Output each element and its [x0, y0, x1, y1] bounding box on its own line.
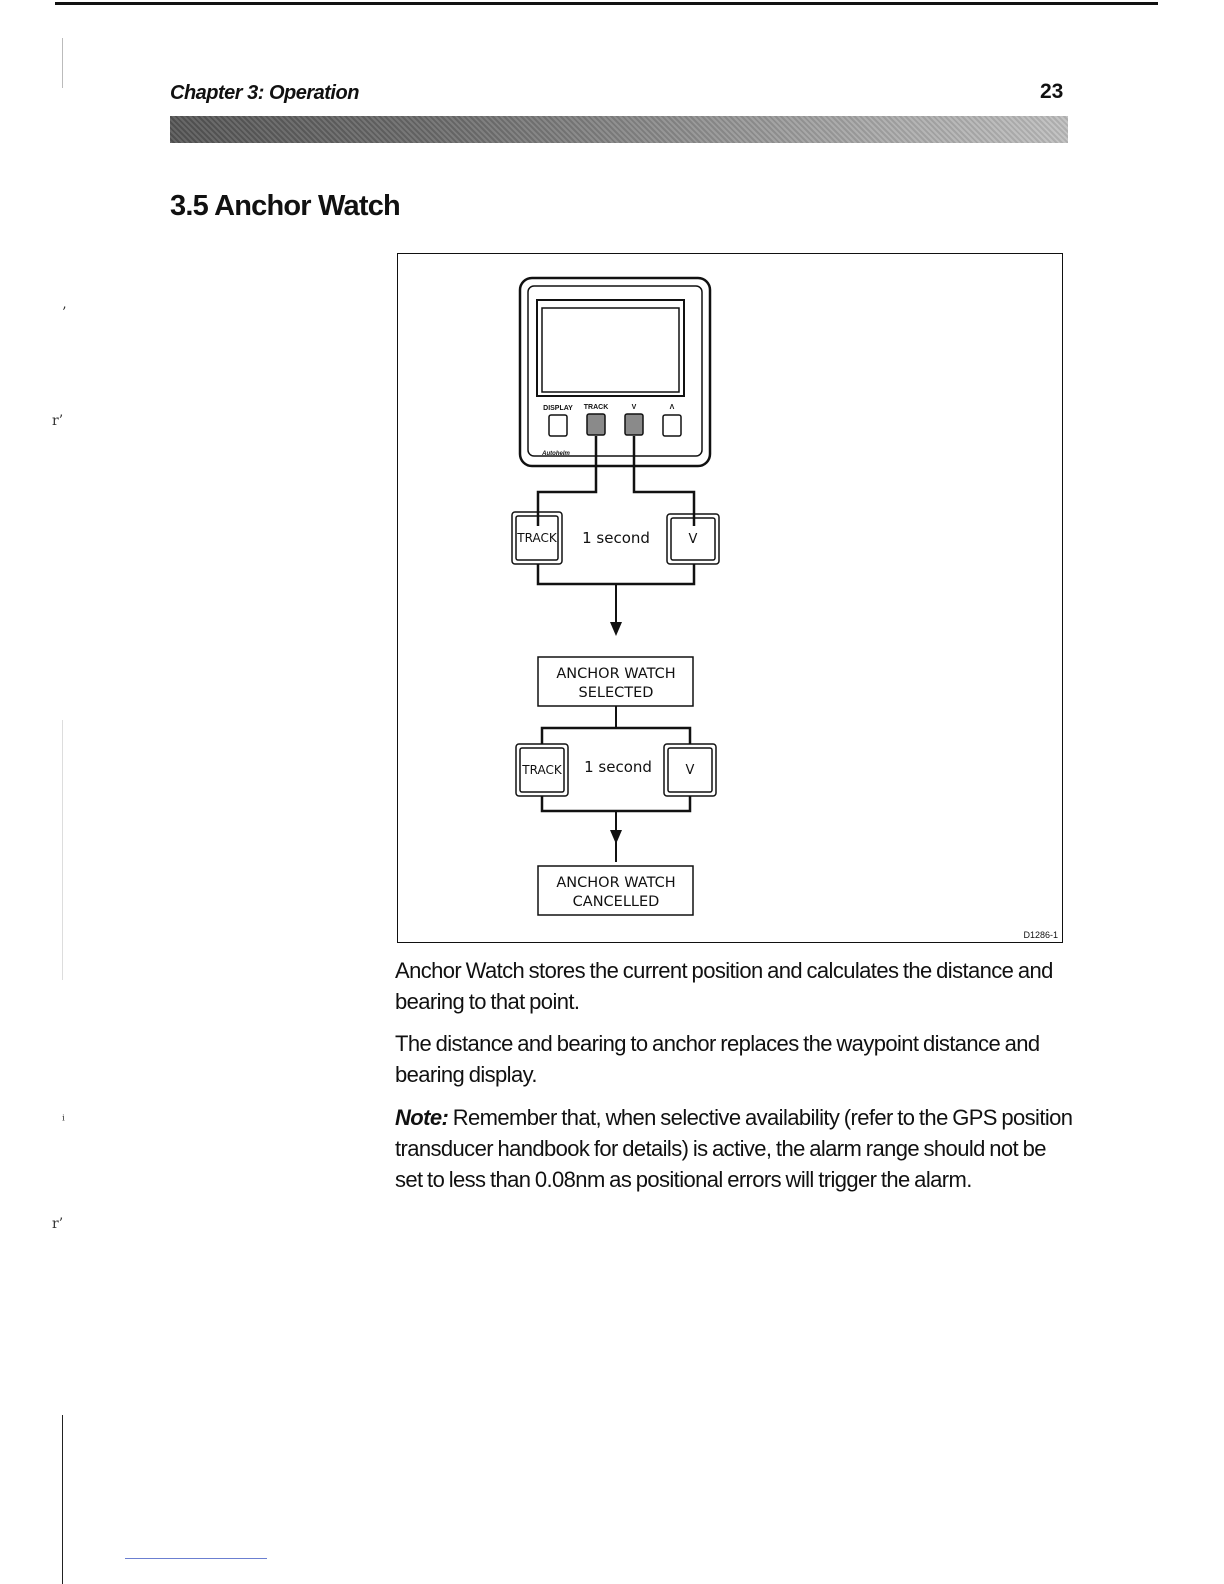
result-box-cancelled — [537, 865, 694, 916]
device-key-label: TRACK — [584, 404, 609, 411]
margin-binding-line — [62, 38, 63, 88]
result1-line2: SELECTED — [579, 685, 654, 701]
connector-line — [536, 436, 598, 526]
margin-mark: r’ — [52, 1216, 64, 1232]
flow-arrowhead — [610, 830, 622, 844]
flow-arrowhead — [610, 622, 622, 636]
header-banner — [170, 116, 1068, 143]
connector-line — [540, 796, 692, 813]
up-key — [662, 414, 682, 437]
connector-line — [540, 726, 692, 744]
device-key-label: DISPLAY — [543, 405, 573, 412]
track-key-box-2-inner — [519, 747, 565, 793]
note-paragraph: Note: Remember that, when selective avai… — [395, 1102, 1075, 1195]
down-key-box-inner — [670, 517, 716, 561]
section-title: 3.5 Anchor Watch — [170, 190, 401, 222]
step2-right-key-label: V — [686, 763, 695, 778]
margin-mark: r’ — [52, 413, 64, 429]
display-key — [548, 414, 568, 437]
body-paragraph: The distance and bearing to anchor repla… — [395, 1031, 1040, 1087]
body-paragraph: Anchor Watch stores the current position… — [395, 958, 1053, 1014]
device-screen-frame — [536, 299, 685, 397]
margin-mark: ’ — [62, 305, 67, 321]
note-text: Remember that, when selective availabili… — [395, 1105, 1073, 1192]
bottom-rule — [125, 1558, 267, 1559]
page-number: 23 — [1040, 80, 1064, 103]
track-key-box-inner — [515, 515, 559, 561]
device-screen — [541, 307, 680, 393]
step2-duration: 1 second — [584, 758, 652, 776]
result2-line2: CANCELLED — [573, 894, 660, 910]
margin-binding-line — [62, 1415, 63, 1584]
anchor-watch-diagram: DISPLAY TRACK V Λ Autohelm TRACK 1 secon… — [511, 276, 720, 916]
step1-duration: 1 second — [582, 529, 650, 547]
result1-line1: ANCHOR WATCH — [556, 666, 675, 682]
device-brand: Autohelm — [541, 451, 570, 457]
connector-line — [632, 436, 696, 526]
device-key-label: Λ — [670, 404, 675, 411]
top-rule — [55, 2, 1158, 5]
note-label: Note: — [395, 1105, 449, 1130]
device-bezel — [527, 285, 703, 457]
result2-line1: ANCHOR WATCH — [556, 875, 675, 891]
margin-mark: ⁱ — [62, 1113, 65, 1129]
connector-line — [536, 564, 696, 586]
step1-left-key-label: TRACK — [516, 531, 558, 545]
device-key-label: V — [632, 404, 637, 411]
device-body — [518, 276, 712, 468]
running-header-chapter: Chapter 3: Operation — [170, 82, 359, 104]
down-key — [624, 413, 644, 436]
figure-id: D1286-1 — [1023, 930, 1058, 940]
track-key — [586, 413, 606, 436]
anchor-watch-figure: DISPLAY TRACK V Λ Autohelm TRACK 1 secon… — [397, 253, 1063, 943]
margin-binding-line — [62, 720, 63, 980]
step2-left-key-label: TRACK — [521, 763, 563, 777]
step1-right-key-label: V — [689, 532, 698, 547]
down-key-box-2-inner — [667, 747, 713, 793]
